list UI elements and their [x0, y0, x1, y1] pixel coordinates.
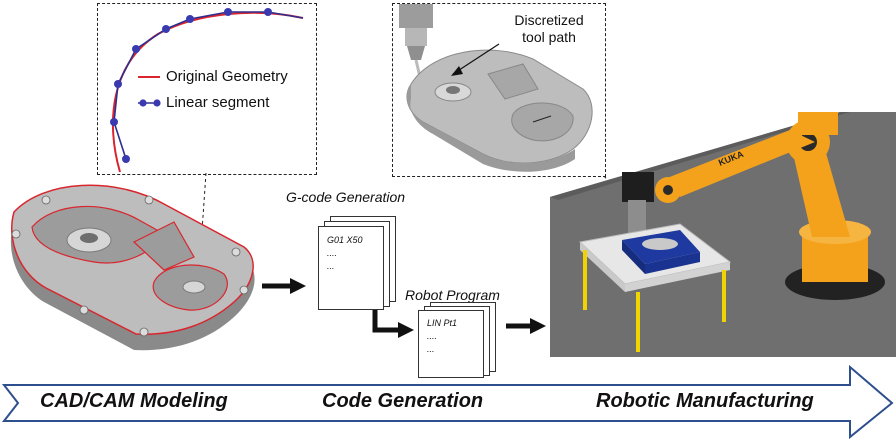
tool-path-callout-line-1: Discretized	[514, 12, 584, 28]
gcode-generation-title: G-code Generation	[286, 189, 406, 205]
robot-program-line-1: LIN Pt1	[427, 318, 458, 328]
robot-program-line-3: ...	[427, 344, 435, 354]
tool-path-callout: Discretized tool path	[499, 12, 599, 46]
robot-program-document: LIN Pt1 .... ...	[418, 310, 484, 378]
gcode-document-stack: G01 X50 .... ...	[318, 216, 398, 310]
tool-path-callout-line-2: tool path	[522, 29, 576, 45]
tool-path-graphic	[399, 4, 593, 172]
robot-program-line-2: ....	[427, 331, 438, 341]
gcode-line-1: G01 X50	[327, 235, 363, 245]
tool-path-zoom-box: Discretized tool path	[392, 3, 606, 177]
legend-original-geometry: Original Geometry	[166, 68, 288, 85]
stage-robotic-manufacturing: Robotic Manufacturing	[596, 390, 814, 412]
discretized-curve-graphic	[110, 8, 304, 173]
robot-program-document-stack: LIN Pt1 .... ...	[418, 302, 498, 378]
gcode-document: G01 X50 .... ...	[318, 226, 384, 310]
segment-points	[110, 8, 272, 163]
cad-part-model	[10, 184, 255, 351]
robot-program-title: Robot Program	[405, 287, 500, 303]
discretization-zoom-box: Original Geometry Linear segment	[97, 3, 317, 175]
legend-linear-segment: Linear segment	[166, 94, 270, 111]
original-geometry-curve	[111, 11, 304, 173]
process-arrow	[1, 364, 894, 440]
linear-segment-polyline	[113, 11, 304, 160]
stage-cad-cam-modeling: CAD/CAM Modeling	[40, 390, 228, 412]
gcode-line-3: ...	[327, 261, 335, 271]
gcode-line-2: ....	[327, 248, 338, 258]
robot-cell-scene: KUKA	[550, 112, 896, 357]
stage-code-generation: Code Generation	[322, 390, 484, 412]
